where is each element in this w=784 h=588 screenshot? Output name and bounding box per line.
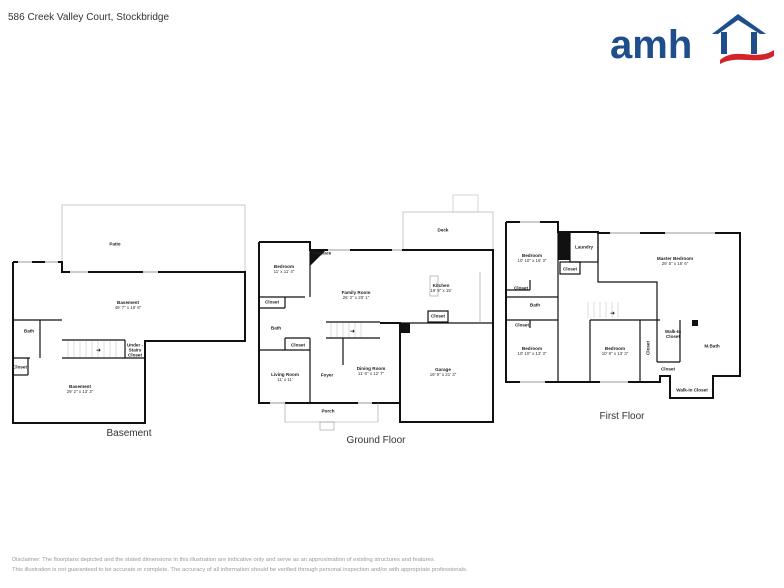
room-label: Closet <box>290 342 306 348</box>
room-label: Bath <box>23 328 35 334</box>
kitchen-island <box>429 275 439 297</box>
room-label: Fireplace <box>312 250 332 256</box>
stair-arrow-icon: ➜ <box>610 311 615 317</box>
room-label: Closet <box>12 364 28 370</box>
floor-label-first: First Floor <box>599 411 645 422</box>
room-label: Walk-In Closet <box>676 387 708 393</box>
room-label: Closet <box>264 299 280 305</box>
first-floor-plan <box>505 221 741 399</box>
patio-outline <box>61 204 246 273</box>
ground-floor-plan <box>258 194 494 431</box>
amh-logo: amh <box>610 14 774 66</box>
floor-label-ground: Ground Floor <box>346 435 406 446</box>
room-label: Foyer <box>320 372 334 378</box>
stair-arrow-icon: ➜ <box>96 348 101 354</box>
room-label: Closet <box>513 285 529 291</box>
room-label: Laundry <box>574 244 594 250</box>
room-label: Bath <box>270 325 282 331</box>
room-label: Bath <box>529 302 541 308</box>
swoosh-icon <box>720 50 774 64</box>
stair-arrow-icon: ➜ <box>350 329 355 335</box>
room-label: M.Bath <box>704 343 720 349</box>
room-label: Closet <box>562 266 578 272</box>
room-label: Patio <box>109 241 121 247</box>
floor-label-basement: Basement <box>106 428 152 439</box>
room-label: Under -Stairs Closet <box>126 342 144 358</box>
disclaimer-line-1: Disclaimer: The floorplans depicted and … <box>12 557 436 563</box>
room-label: Closet <box>645 340 651 356</box>
logo-text: amh <box>610 23 692 66</box>
room-label: Porch <box>321 408 335 414</box>
property-address: 586 Creek Valley Court, Stockbridge <box>8 12 170 23</box>
disclaimer-line-2: This illustration is not guaranteed to b… <box>12 567 468 573</box>
room-label: Walk-In Closet <box>664 329 682 339</box>
room-label: Deck <box>437 227 449 233</box>
house-roof-icon <box>712 14 766 34</box>
room-label: Closet <box>430 313 446 319</box>
basement-plan <box>12 204 246 424</box>
room-label: Closet <box>660 366 676 372</box>
fireplace-icon <box>310 250 326 266</box>
room-label: Closet <box>514 322 530 328</box>
